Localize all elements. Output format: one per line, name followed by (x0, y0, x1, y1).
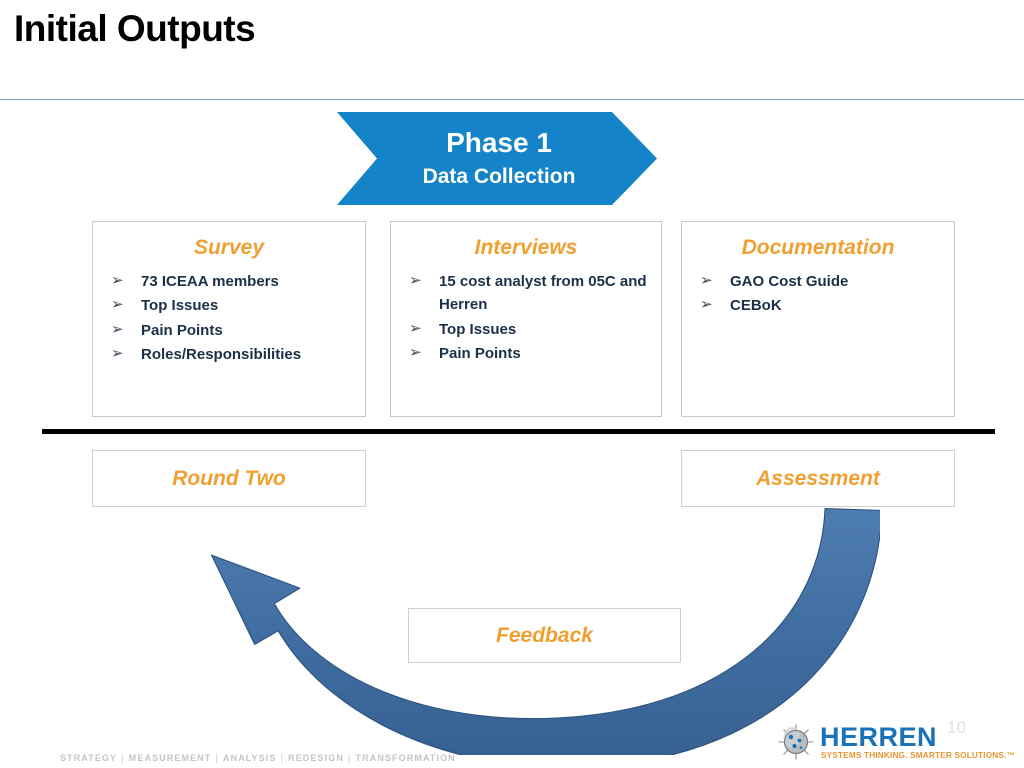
list-item-label: CEBoK (730, 297, 782, 315)
list-item-label: Pain Points (439, 344, 521, 362)
box-round-two: Round Two (92, 450, 366, 507)
footer-separator: | (347, 753, 352, 763)
page-number: 10 (947, 718, 966, 737)
card-documentation: Documentation ➢ GAO Cost Guide ➢ CEBoK (681, 221, 955, 417)
list-item: ➢ Roles/Responsibilities (107, 343, 355, 366)
list-item-label: GAO Cost Guide (730, 273, 849, 290)
herren-logo: HERREN SYSTEMS THINKING. SMARTER SOLUTIO… (778, 722, 1015, 764)
phase-banner-subtitle: Data Collection (422, 164, 576, 188)
list-item: ➢ Pain Points (107, 319, 355, 342)
card-survey-heading: Survey (193, 236, 265, 259)
card-survey: Survey ➢ 73 ICEAA members ➢ Top Issues ➢ Pa… (92, 221, 366, 417)
page-title: Initial Outputs (14, 8, 256, 49)
list-item-label: Top Issues (141, 297, 219, 315)
box-round-two-label: Round Two (172, 466, 286, 490)
phase-banner-chevron-shape (337, 112, 657, 205)
bullet-arrow-icon: ➢ (111, 272, 124, 289)
phase-banner: Phase 1 Data Collection (337, 112, 657, 205)
bullet-arrow-icon: ➢ (700, 272, 713, 289)
list-item-label: Roles/Responsibilities (141, 345, 302, 363)
card-interviews-heading: Interviews (474, 236, 578, 259)
bullet-arrow-icon: ➢ (111, 320, 124, 338)
list-item: ➢ Pain Points (405, 342, 651, 365)
globe-logo-icon (778, 724, 814, 760)
card-documentation-list: ➢ GAO Cost Guide ➢ CEBoK (682, 270, 954, 318)
footer-tagline-item: ANALYSIS (223, 753, 277, 763)
footer-tagline-item: MEASUREMENT (128, 753, 212, 763)
list-item: ➢ Top Issues (405, 318, 651, 341)
phase-banner-title: Phase 1 (446, 126, 552, 158)
list-item: ➢ GAO Cost Guide (696, 270, 944, 293)
box-feedback: Feedback (408, 608, 681, 663)
list-item-label: Top Issues (439, 320, 517, 338)
list-item: ➢ 73 ICEAA members (107, 270, 355, 293)
herren-logo-tagline: SYSTEMS THINKING. SMARTER SOLUTIONS.™ (821, 751, 1015, 760)
list-item: ➢ Top Issues (107, 294, 355, 317)
box-assessment-label: Assessment (756, 466, 880, 490)
bullet-arrow-icon: ➢ (111, 344, 124, 362)
list-item-label: Pain Points (141, 321, 223, 339)
title-divider-rule (0, 99, 1024, 100)
box-assessment: Assessment (681, 450, 955, 507)
footer-tagline-item: TRANSFORMATION (355, 753, 456, 763)
footer-separator: | (280, 753, 285, 763)
footer-separator: | (121, 753, 125, 763)
list-item-label: 73 ICEAA members (141, 273, 279, 290)
section-divider (42, 429, 995, 434)
footer-tagline-item: STRATEGY (60, 753, 118, 763)
box-feedback-label: Feedback (496, 623, 593, 647)
bullet-arrow-icon: ➢ (409, 343, 422, 361)
card-interviews-list: ➢ 15 cost analyst from 05C and Herren ➢ To… (391, 270, 661, 365)
list-item-label: 15 cost analyst from 05C and Herren (439, 273, 647, 314)
bullet-arrow-icon: ➢ (700, 296, 713, 314)
card-survey-list: ➢ 73 ICEAA members ➢ Top Issues ➢ Pain Poin… (93, 270, 365, 366)
footer-tagline-item: REDESIGN (288, 753, 344, 763)
card-interviews: Interviews ➢ 15 cost analyst from 05C and… (390, 221, 662, 417)
footer-separator: | (215, 753, 219, 763)
list-item: ➢ CEBoK (696, 294, 944, 317)
bullet-arrow-icon: ➢ (409, 319, 422, 337)
list-item: ➢ 15 cost analyst from 05C and Herren (405, 270, 651, 317)
bullet-arrow-icon: ➢ (111, 296, 124, 314)
herren-wordmark: HERREN (820, 722, 938, 752)
card-documentation-heading: Documentation (741, 236, 895, 259)
footer-tagline: STRATEGY|MEASUREMENT|ANALYSIS|REDESIGN|T… (60, 753, 456, 763)
bullet-arrow-icon: ➢ (409, 272, 422, 289)
